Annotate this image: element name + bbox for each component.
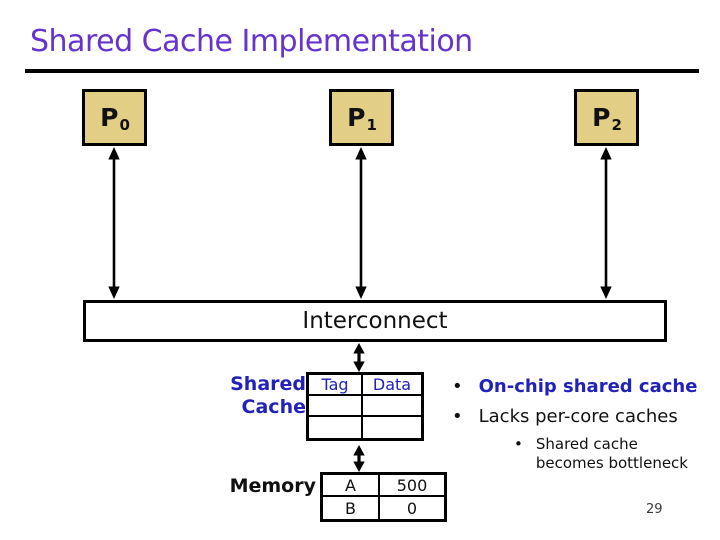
processor-subscript: 1 xyxy=(366,115,377,134)
bullet-icon: • xyxy=(452,376,463,397)
cache-cell-empty xyxy=(363,396,421,417)
arrow-cache-memory xyxy=(353,445,365,472)
bullet-text: Shared cache becomes bottleneck xyxy=(535,435,688,472)
arrow-interconnect-cache xyxy=(353,343,365,372)
page-title: Shared Cache Implementation xyxy=(30,24,473,59)
memory-cell-value: 500 xyxy=(380,475,444,497)
arrow-p0-interconnect xyxy=(108,147,120,299)
memory-label: Memory xyxy=(229,475,316,497)
bullet-icon: • xyxy=(514,435,523,453)
cache-cell-empty xyxy=(309,417,363,438)
arrow-p2-interconnect xyxy=(600,147,612,299)
bullet-text: On-chip shared cache xyxy=(478,376,698,397)
interconnect-box: Interconnect xyxy=(83,300,667,342)
bullet-icon: • xyxy=(452,406,463,427)
shared-cache-label: Shared Cache xyxy=(218,373,306,419)
bullet-item-onchip: • On-chip shared cache xyxy=(452,376,697,398)
shared-cache-table: Tag Data xyxy=(306,372,424,441)
cache-cell-empty xyxy=(363,417,421,438)
processor-label: P xyxy=(100,103,119,132)
processor-label: P xyxy=(592,103,611,132)
title-underline xyxy=(25,69,699,73)
memory-cell-value: 0 xyxy=(406,498,418,518)
memory-cell-address: B xyxy=(323,497,380,519)
bullet-item-lacks: • Lacks per-core caches xyxy=(452,406,678,428)
memory-table: A 500 B 0 xyxy=(320,472,447,522)
processor-label: P xyxy=(347,103,366,132)
memory-cell-address: A xyxy=(323,475,380,497)
processor-subscript: 2 xyxy=(611,115,622,134)
page-number: 29 xyxy=(646,502,663,517)
shared-cache-label-line1: Shared xyxy=(230,373,306,395)
cache-cell-empty xyxy=(309,396,363,417)
shared-cache-label-line2: Cache xyxy=(241,396,306,418)
processor-subscript: 0 xyxy=(119,115,130,134)
arrow-p1-interconnect xyxy=(355,147,367,299)
bullet-text: Lacks per-core caches xyxy=(478,406,678,427)
interconnect-label: Interconnect xyxy=(302,308,448,334)
bullet-subitem-bottleneck: • Shared cache becomes bottleneck xyxy=(514,435,708,473)
cache-header-data: Data xyxy=(363,375,421,396)
cache-header-tag: Tag xyxy=(309,375,363,396)
